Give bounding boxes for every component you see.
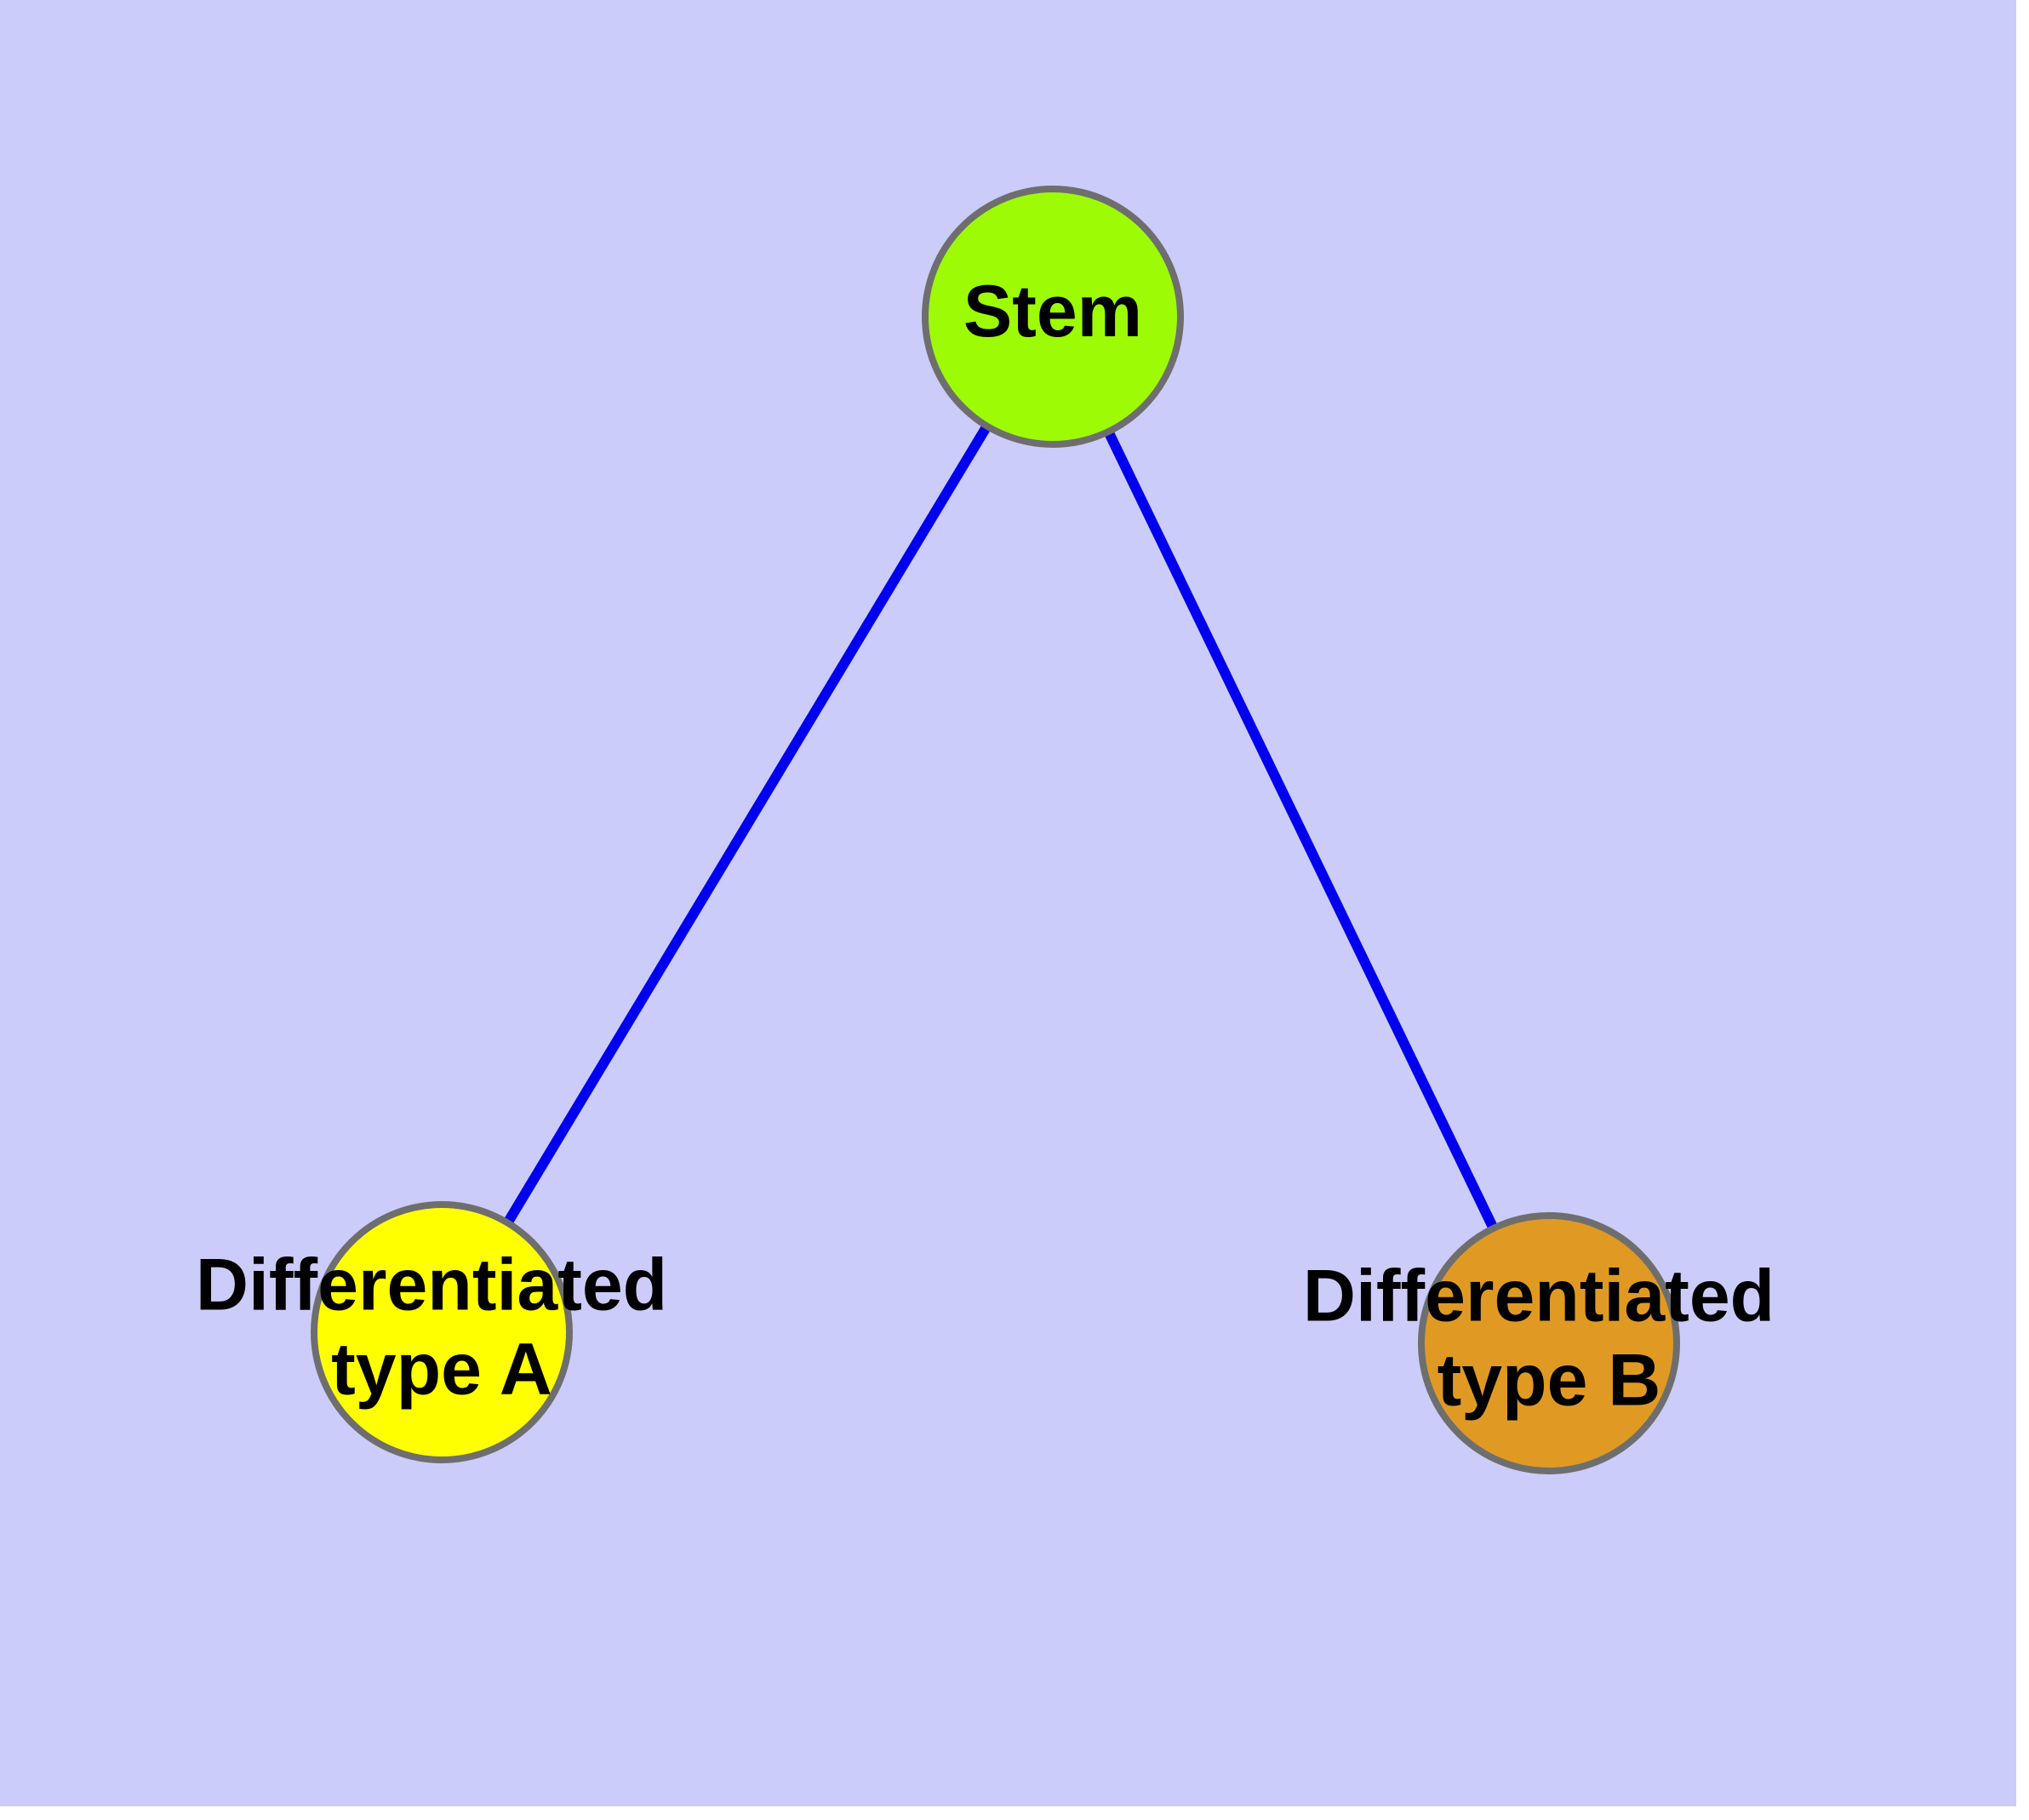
- node-differentiated-type-b-circle[interactable]: [1418, 1212, 1680, 1474]
- node-layer: [311, 186, 1680, 1474]
- edge-stem-to-diff-a[interactable]: [437, 313, 1058, 1336]
- node-differentiated-type-b-label-line-1: Differentiated: [1303, 1255, 1775, 1336]
- edge-layer: [437, 313, 1554, 1346]
- node-differentiated-type-b-label: Differentiated type B: [1303, 1255, 1795, 1421]
- node-differentiated-type-a-label-line-1: Differentiated: [196, 1244, 667, 1325]
- node-differentiated-type-a-label: Differentiated type A: [196, 1244, 688, 1410]
- node-differentiated-type-a-circle[interactable]: [311, 1201, 573, 1463]
- node-stem[interactable]: [922, 186, 1184, 448]
- node-differentiated-type-a[interactable]: [311, 1201, 573, 1463]
- node-differentiated-type-a-label-line-2: type A: [331, 1328, 552, 1410]
- node-stem-label: Stem: [963, 271, 1142, 352]
- label-layer: Stem Differentiated type A Differentiate…: [196, 271, 1795, 1421]
- node-stem-label-line-1: Stem: [963, 271, 1142, 352]
- edge-stem-to-diff-b[interactable]: [1048, 314, 1554, 1346]
- node-differentiated-type-b[interactable]: [1418, 1212, 1680, 1474]
- node-differentiated-type-b-label-line-2: type B: [1437, 1339, 1661, 1421]
- node-stem-circle[interactable]: [922, 186, 1184, 448]
